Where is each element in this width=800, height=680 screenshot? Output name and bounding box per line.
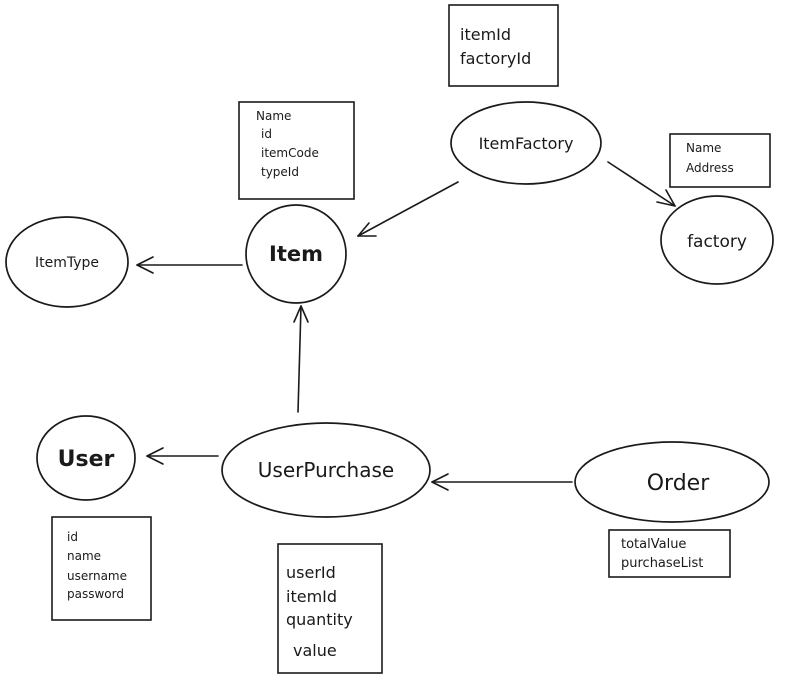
entity-factory-label: factory	[687, 232, 747, 252]
attr-item-2: itemCode	[261, 146, 319, 160]
entity-itemfactory-label: ItemFactory	[479, 134, 574, 153]
entity-itemfactory[interactable]: ItemFactory	[450, 101, 602, 185]
attributes-item: Name id itemCode typeId	[238, 101, 355, 200]
entity-userpurchase[interactable]: UserPurchase	[221, 422, 431, 518]
attr-item-0: Name	[256, 109, 291, 123]
attributes-userpurchase: userId itemId quantity value	[277, 543, 383, 674]
attr-userpurchase-2: quantity	[286, 610, 353, 629]
attr-itemfactory-0: itemId	[460, 25, 511, 44]
attributes-user: id name username password	[51, 516, 152, 621]
entity-item[interactable]: Item	[245, 204, 347, 304]
entity-factory[interactable]: factory	[660, 195, 774, 285]
attr-order-1: purchaseList	[621, 556, 703, 571]
attr-user-0: id	[67, 530, 78, 544]
entity-userpurchase-label: UserPurchase	[258, 458, 394, 482]
relation-item-to-itemtype	[136, 256, 243, 274]
entity-order-label: Order	[647, 471, 710, 496]
relation-userpurchase-to-item	[293, 305, 309, 413]
attr-order-0: totalValue	[621, 537, 686, 552]
attr-item-1: id	[261, 127, 272, 141]
relation-userpurchase-to-user	[146, 447, 219, 465]
attr-userpurchase-1: itemId	[286, 587, 337, 606]
attr-user-3: password	[67, 587, 124, 601]
relation-itemfactory-to-item	[357, 181, 459, 237]
entity-user[interactable]: User	[36, 415, 136, 501]
attr-factory-0: Name	[686, 141, 721, 155]
attr-userpurchase-0: userId	[286, 563, 336, 582]
attr-item-3: typeId	[261, 165, 299, 179]
attr-userpurchase-3: value	[293, 641, 337, 660]
attributes-itemfactory: itemId factoryId	[448, 4, 559, 87]
entity-itemtype[interactable]: ItemType	[5, 216, 129, 308]
attr-user-1: name	[67, 549, 101, 563]
entity-item-label: Item	[269, 242, 323, 266]
entity-order[interactable]: Order	[574, 441, 770, 523]
relation-itemfactory-to-factory	[607, 161, 676, 207]
relation-order-to-userpurchase	[431, 473, 573, 491]
entity-itemtype-label: ItemType	[35, 255, 99, 271]
attr-itemfactory-1: factoryId	[460, 49, 531, 68]
attributes-order: totalValue purchaseList	[608, 529, 731, 578]
attributes-factory: Name Address	[669, 133, 771, 188]
attr-factory-1: Address	[686, 161, 734, 175]
attr-user-2: username	[67, 569, 127, 583]
entity-user-label: User	[58, 447, 115, 472]
